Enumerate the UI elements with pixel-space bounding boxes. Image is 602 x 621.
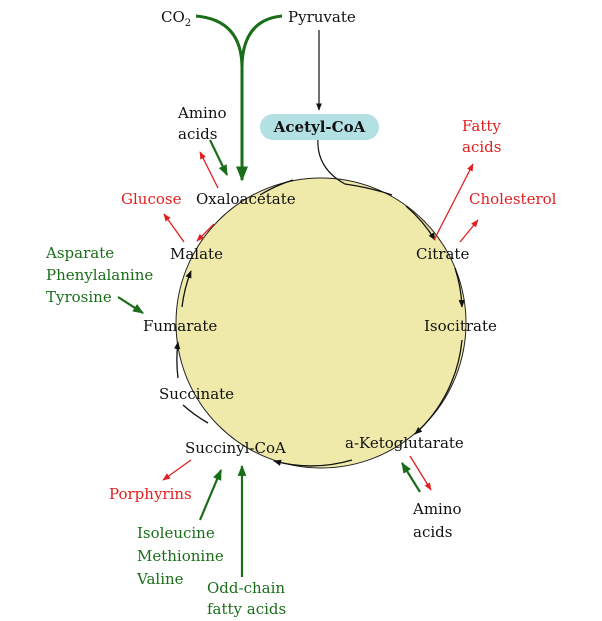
amino-acids-top-label-line2: acids [178,125,217,143]
acetyl-coa-label: Acetyl-CoA [273,118,366,136]
co2-label: CO2 [161,8,191,29]
fumarate-label: Fumarate [143,317,217,335]
cycle-arrows [174,179,465,467]
fatty-acids-label-line2: acids [462,138,501,156]
tyrosine-label: Tyrosine [46,288,112,306]
acetyl-coa-to-citrate-arrow [317,137,393,196]
output-arrows [162,151,479,491]
input-arrows [117,139,421,577]
malate-label: Malate [170,245,223,263]
glucose-label: Glucose [121,190,182,208]
tca-cycle-disc [175,177,467,469]
amino-acids-right-label-line1: Amino [412,500,462,518]
cholesterol-label: Cholesterol [469,190,557,208]
phenylalanine-label: Phenylalanine [46,266,153,284]
pyruvate-label: Pyruvate [288,8,356,26]
valine-label: Valine [136,570,184,588]
isocitrate-label: Isocitrate [424,317,497,335]
isoleucine-label: Isoleucine [137,524,215,542]
odd-chain-label-line1: Odd-chain [207,579,285,597]
odd-chain-label-line2: fatty acids [207,600,286,618]
co2-pyruvate-carboxylation-path [195,14,283,182]
citrate-label: Citrate [416,245,469,263]
a-ketoglutarate-label: a-Ketoglutarate [345,434,464,452]
oxaloacetate-label: Oxaloacetate [196,190,296,208]
amino-acids-top-label-line1: Amino [177,104,227,122]
porphyrins-label: Porphyrins [109,485,192,503]
succinyl-coa-label: Succinyl-CoA [185,439,286,457]
fatty-acids-label-line1: Fatty [462,117,501,135]
methionine-label: Methionine [137,547,224,565]
succinate-label: Succinate [159,385,234,403]
amino-acids-right-label-line2: acids [413,523,452,541]
asparate-label: Asparate [45,244,114,262]
acetyl-coa-badge [260,114,379,140]
